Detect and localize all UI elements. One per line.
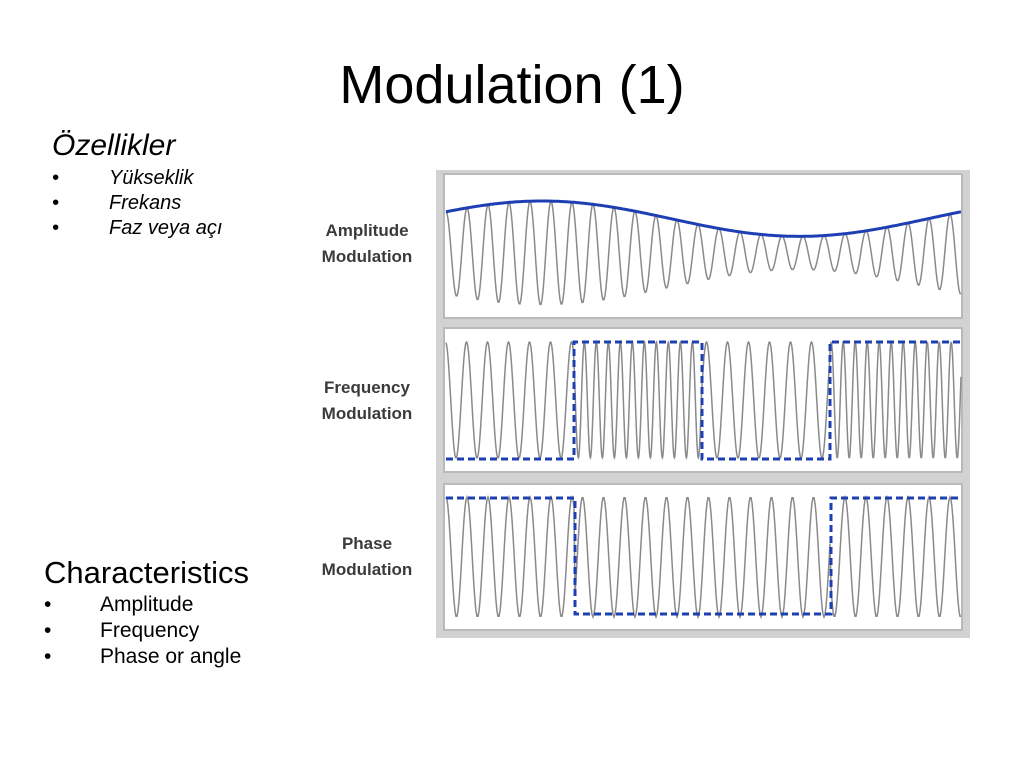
modulation-diagram: Amplitude Modulation Frequency Modulatio… (322, 170, 970, 638)
bullet-icon: • (44, 619, 52, 642)
pm-modulating-signal (446, 496, 961, 616)
bullet-icon: • (52, 217, 60, 239)
english-heading: Characteristics (44, 555, 249, 590)
list-item: • Faz veya açı (52, 216, 222, 241)
list-item: • Frekans (52, 191, 222, 216)
phase-label-line2: Modulation (322, 560, 413, 579)
list-item-text: Amplitude (100, 593, 194, 616)
list-item-text: Phase or angle (100, 645, 242, 668)
bullet-icon: • (52, 167, 60, 189)
bullet-icon: • (44, 593, 52, 616)
list-item-text: Faz veya açı (109, 217, 223, 239)
list-item-text: Frekans (109, 192, 182, 214)
list-item: • Frequency (44, 618, 241, 644)
amplitude-label-line1: Amplitude (325, 221, 408, 240)
turkish-heading: Özellikler (52, 129, 176, 162)
list-item: • Phase or angle (44, 644, 241, 670)
list-item-text: Frequency (100, 619, 200, 642)
list-item-text: Yükseklik (109, 167, 194, 189)
bullet-icon: • (44, 645, 52, 668)
am-envelope-signal (445, 199, 962, 238)
frequency-label-line2: Modulation (322, 404, 413, 423)
list-item: • Amplitude (44, 592, 241, 618)
turkish-characteristics-list: • Yükseklik • Frekans • Faz veya açı (52, 166, 222, 241)
am-carrier-wave (445, 199, 962, 306)
fm-modulating-signal (446, 340, 961, 461)
list-item: • Yükseklik (52, 166, 222, 191)
phase-label-line1: Phase (342, 534, 392, 553)
pm-carrier-wave (445, 494, 961, 620)
slide-title: Modulation (1) (339, 55, 685, 115)
fm-carrier-wave (445, 340, 962, 460)
frequency-label-line1: Frequency (324, 378, 411, 397)
bullet-icon: • (52, 192, 60, 214)
english-characteristics-list: • Amplitude • Frequency • Phase or angle (44, 592, 241, 670)
amplitude-label-line2: Modulation (322, 247, 413, 266)
